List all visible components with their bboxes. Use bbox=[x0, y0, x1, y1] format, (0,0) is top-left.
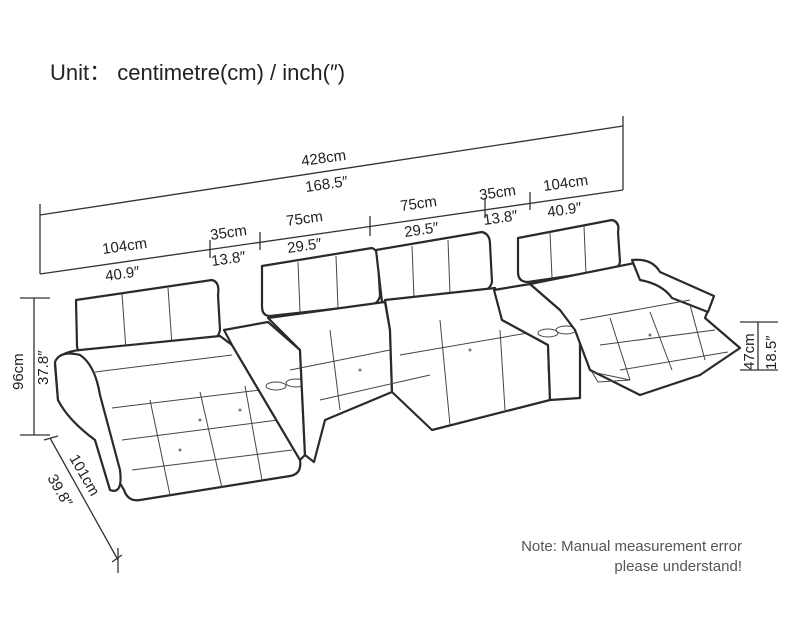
seat-height-in: 18.5″ bbox=[763, 335, 780, 370]
seg2-in: 13.8″ bbox=[210, 248, 247, 270]
height-cm: 96cm bbox=[10, 353, 27, 390]
seg4-cm: 75cm bbox=[399, 193, 438, 215]
measurement-note: Note: Manual measurement error please un… bbox=[521, 537, 742, 577]
seg1-cm: 104cm bbox=[101, 235, 148, 258]
seg1-in: 40.9″ bbox=[104, 263, 141, 285]
total-length-cm: 428cm bbox=[300, 147, 347, 170]
seg3-in: 29.5″ bbox=[286, 235, 323, 257]
depth-in: 39.8″ bbox=[44, 472, 76, 511]
seg6-cm: 104cm bbox=[542, 172, 589, 195]
seg5-in: 13.8″ bbox=[482, 207, 519, 229]
right-arm bbox=[630, 258, 716, 314]
seat-height-cm: 47cm bbox=[741, 333, 758, 370]
unit-title: Unit： centimetre(cm) / inch(″) bbox=[50, 60, 346, 85]
height-in: 37.8″ bbox=[35, 350, 52, 385]
sofa-illustration bbox=[53, 218, 742, 502]
note-line-1: Note: Manual measurement error bbox=[521, 538, 742, 555]
left-arm bbox=[53, 352, 122, 492]
seg2-cm: 35cm bbox=[209, 222, 248, 244]
seg5-cm: 35cm bbox=[478, 182, 517, 204]
note-line-2: please understand! bbox=[614, 558, 742, 575]
total-length-in: 168.5″ bbox=[304, 173, 349, 196]
seg4-in: 29.5″ bbox=[403, 219, 440, 241]
seg6-in: 40.9″ bbox=[546, 199, 583, 221]
seg3-cm: 75cm bbox=[285, 208, 324, 230]
